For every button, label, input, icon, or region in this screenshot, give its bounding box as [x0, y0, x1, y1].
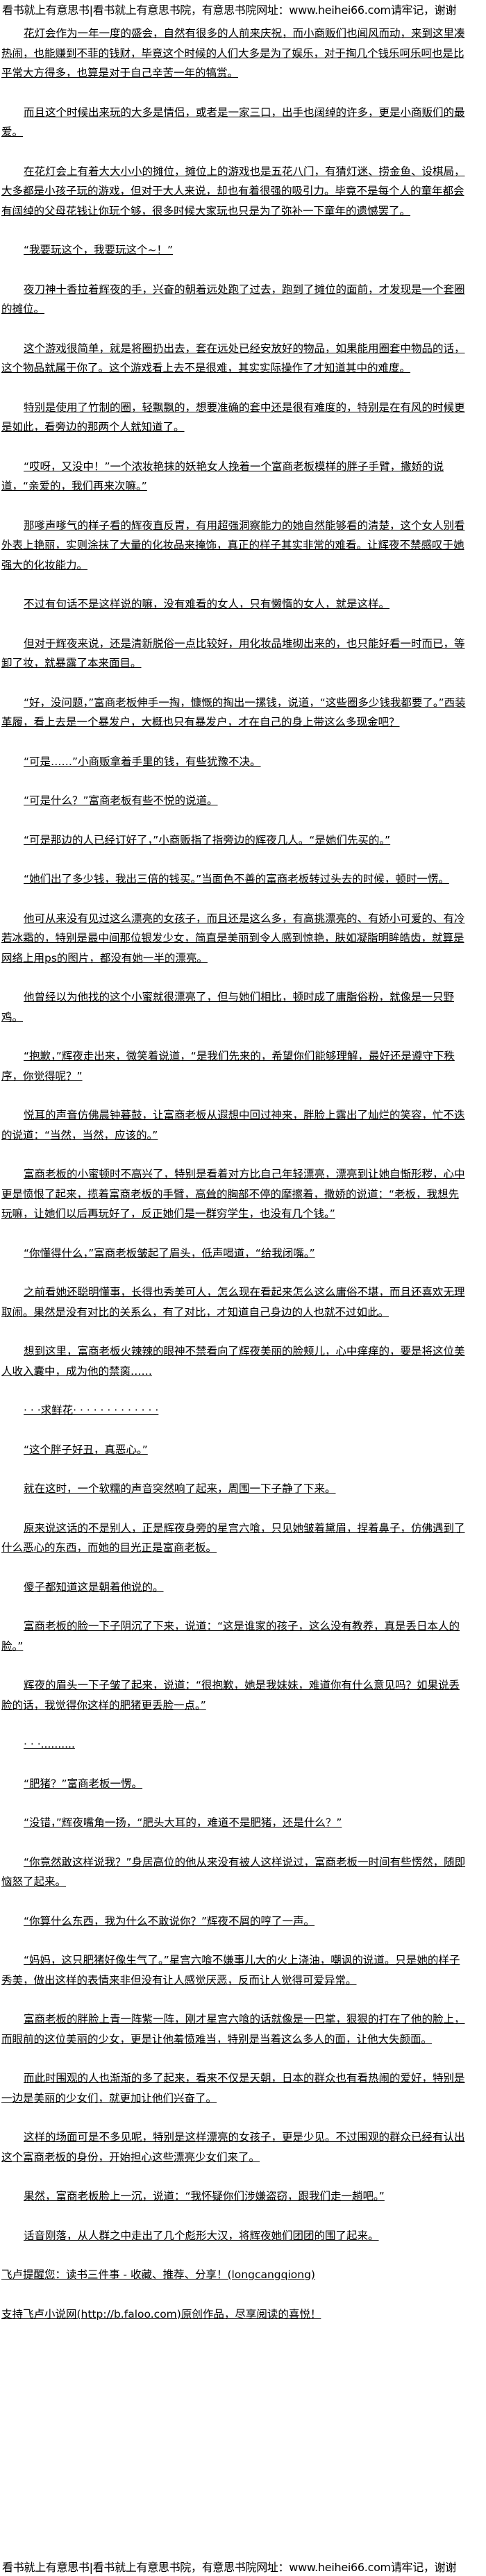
story-paragraph: 富商老板的脸一下子阴沉了下来，说道：“这是谁家的孩子，这么没有教养，真是丢日本人…	[1, 1620, 460, 1653]
story-paragraph: 傻子都知道这是朝着他说的。	[24, 1580, 164, 1594]
story-paragraph: 话音刚落，从人群之中走出了几个彪形大汉，将辉夜她们团团的围了起来。	[24, 2229, 379, 2242]
story-paragraph: 不过有句话不是这样说的嘛，没有难看的女人，只有懒惰的女人，就是这样。	[24, 598, 390, 610]
story-paragraph: “没错，”辉夜嘴角一扬，“肥头大耳的，难道不是肥猪，还是什么？”	[24, 1816, 342, 1829]
story-paragraph: 而此时围观的人也渐渐的多了起来，看来不仅是天朝，日本的群众也有看热闹的爱好，特别…	[1, 2072, 465, 2105]
chapter-content: 花灯会作为一年一度的盛会，自然有很多的人前来庆祝，而小商贩们也闻风而动，来到这里…	[1, 24, 469, 2343]
story-paragraph: 辉夜的眉头一下子皱了起来，说道：“很抱歉，她是我妹妹，难道你有什么意见吗？如果说…	[1, 1679, 460, 1712]
story-paragraph: “这个胖子好丑，真恶心。”	[24, 1443, 148, 1456]
faloo-reminder: 飞卢提醒您：读书三件事 - 收藏、推荐、分享！(longcangqiong)	[1, 2268, 315, 2281]
story-paragraph: 富商老板的胖脸上青一阵紫一阵，刚才星宫六喰的话就像是一巴掌，狠狠的打在了他的脸上…	[1, 2013, 465, 2046]
story-paragraph: “你算什么东西，我为什么不敢说你？”辉夜不屑的哼了一声。	[24, 1914, 315, 1927]
story-paragraph: “你懂得什么，”富商老板皱起了眉头，低声喝道，“给我闭嘴。”	[24, 1246, 315, 1260]
story-paragraph: “可是那边的人已经订好了，”小商贩指了指旁边的辉夜几人。“是她们先买的。”	[24, 833, 391, 846]
site-banner-bottom: 看书就上有意思书|看书就上有意思书院，有意思书院网址：www.heihei66.…	[2, 2561, 457, 2574]
story-paragraph: · · ·..........	[24, 1738, 75, 1750]
story-paragraph: 但对于辉夜来说，还是清新脱俗一点比较好，用化妆品堆砌出来的，也只能好看一时而已，…	[1, 637, 465, 670]
story-paragraph: 那嗲声嗲气的样子看的辉夜直反胃，有用超强洞察能力的她自然能够看的清楚，这个女人别…	[1, 519, 465, 571]
story-paragraph: 之前看她还聪明懂事，长得也秀美可人，怎么现在看起来怎么这么庸俗不堪，而且还喜欢无…	[1, 1286, 465, 1319]
story-paragraph: 这个游戏很简单，就是将圈扔出去，套在远处已经安放好的物品，如果能用圈套中物品的话…	[1, 342, 465, 375]
story-paragraph: 他曾经以为他找的这个小蜜就很漂亮了，但与她们相比，顿时成了庸脂俗粉，就像是一只野…	[1, 991, 455, 1023]
story-paragraph: “好，没问题，”富商老板伸手一掏，慷慨的掏出一摞钱，说道，“这些圈多少钱我都要了…	[1, 696, 466, 729]
story-paragraph: “肥猪？”富商老板一愣。	[24, 1777, 143, 1790]
story-paragraph: 悦耳的声音仿佛晨钟暮鼓，让富商老板从遐想中回过神来，胖脸上露出了灿烂的笑容，忙不…	[1, 1109, 465, 1141]
story-paragraph: 原来说这话的不是别人，正是辉夜身旁的星宫六喰，只见她皱着黛眉，捏着鼻子，仿佛遇到…	[1, 1521, 465, 1555]
story-paragraph: “妈妈，这只肥猪好像生气了。”星宫六喰不嫌事儿大的火上浇油，嘲讽的说道。只是她的…	[1, 1954, 460, 1987]
story-paragraph: “可是什么？”富商老板有些不悦的说道。	[24, 794, 218, 807]
story-paragraph: 就在这时，一个软糯的声音突然响了起来，周围一下子静了下来。	[24, 1482, 336, 1495]
story-paragraph: “抱歉，”辉夜走出来，微笑着说道，“是我们先来的，希望你们能够理解，最好还是遵守…	[1, 1050, 455, 1082]
faloo-support-link[interactable]: 支持飞卢小说网(http://b.faloo.com)原创作品，尽享阅读的喜悦！	[1, 2307, 321, 2320]
story-paragraph: “你竟然敢这样说我？”身居高位的他从来没有被人这样说过，富商老板一时间有些愣然，…	[1, 1855, 466, 1889]
story-paragraph: 而且这个时候出来玩的大多是情侣，或者是一家三口，出手也阔绰的许多，更是小商贩们的…	[1, 106, 465, 139]
story-paragraph: 花灯会作为一年一度的盛会，自然有很多的人前来庆祝，而小商贩们也闻风而动，来到这里…	[1, 27, 465, 79]
story-paragraph: 富商老板的小蜜顿时不高兴了，特别是看着对方比自己年轻漂亮，漂亮到让她自惭形秽，心…	[1, 1168, 465, 1220]
story-paragraph: 特别是使用了竹制的圈，轻飘飘的，想要准确的套中还是很有难度的，特别是在有风的时候…	[1, 401, 465, 434]
story-paragraph: 果然，富商老板脸上一沉，说道：“我怀疑你们涉嫌盗窃，跟我们走一趟吧。”	[24, 2190, 385, 2202]
story-paragraph: 想到这里，富商老板火辣辣的眼神不禁看向了辉夜美丽的脸颊儿，心中痒痒的，要是将这位…	[1, 1345, 465, 1378]
story-paragraph: 这样的场面可是不多见呢，特别是这样漂亮的女孩子，更是少见。不过围观的群众已经有认…	[1, 2131, 465, 2164]
paragraph-list: 花灯会作为一年一度的盛会，自然有很多的人前来庆祝，而小商贩们也闻风而动，来到这里…	[1, 24, 469, 2245]
story-paragraph: 在花灯会上有着大大小小的摊位，摊位上的游戏也是五花八门，有猜灯迷、捞金鱼、设棋局…	[1, 165, 465, 217]
story-paragraph: · · ·求鲜花· · · · · · · · · · · · ·	[24, 1404, 159, 1416]
site-banner-top: 看书就上有意思书|看书就上有意思书院，有意思书院网址：www.heihei66.…	[2, 3, 457, 17]
story-paragraph: “我要玩这个，我要玩这个~！”	[24, 244, 174, 256]
story-paragraph: “她们出了多少钱，我出三倍的钱买。”当面色不善的富商老板转过头去的时候，顿时一愣…	[24, 873, 449, 885]
story-paragraph: 夜刀神十香拉着辉夜的手，兴奋的朝着远处跑了过去，跑到了摊位的面前，才发现是一个套…	[1, 283, 465, 316]
story-paragraph: 他可从来没有见过这么漂亮的女孩子，而且还是这么多，有高挑漂亮的、有娇小可爱的、有…	[1, 912, 465, 964]
story-paragraph: “可是……”小商贩拿着手里的钱，有些犹豫不决。	[24, 755, 261, 768]
story-paragraph: “哎呀，又没中！”一个浓妆艳抹的妖艳女人挽着一个富商老板模样的胖子手臂，撒娇的说…	[1, 460, 444, 493]
